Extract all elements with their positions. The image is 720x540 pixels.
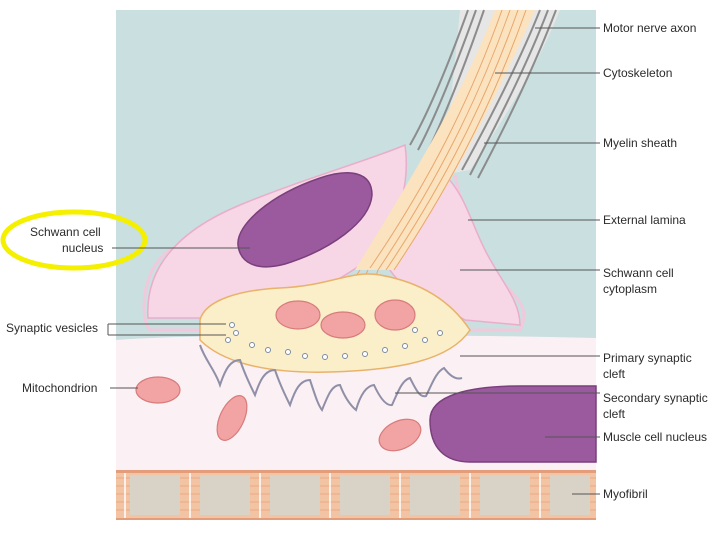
label-schwann-cytoplasm-line2: cytoplasm <box>603 282 658 296</box>
label-synaptic-vesicles: Synaptic vesicles <box>6 321 99 335</box>
label-primary-cleft-line2: cleft <box>603 367 626 381</box>
motor-nerve-axon <box>355 10 535 270</box>
label-schwann-nucleus-line2: nucleus <box>62 241 104 255</box>
label-schwann-nucleus-line1: Schwann cell <box>30 225 101 239</box>
muscle-mitochondria <box>135 376 422 452</box>
terminal-mitochondria <box>275 299 416 339</box>
muscle-cell-nucleus <box>429 385 597 463</box>
label-schwann-cytoplasm-line1: Schwann cell <box>603 266 674 280</box>
schwann-cell-nucleus <box>237 172 373 268</box>
synaptic-vesicles <box>225 322 443 360</box>
label-external-lamina: External lamina <box>603 213 686 227</box>
cytoskeleton <box>339 9 527 303</box>
leader-lines <box>107 27 600 495</box>
label-mitochondrion: Mitochondrion <box>22 381 98 395</box>
label-primary-cleft-line1: Primary synaptic <box>603 351 692 365</box>
myofibril-band <box>116 470 596 520</box>
highlight-circle <box>0 209 148 271</box>
label-secondary-cleft-line2: cleft <box>603 407 626 421</box>
label-muscle-cell-nucleus: Muscle cell nucleus <box>603 430 708 444</box>
label-myelin-sheath: Myelin sheath <box>603 136 678 150</box>
label-myofibril: Myofibril <box>603 487 648 501</box>
label-cytoskeleton: Cytoskeleton <box>603 66 673 80</box>
label-motor-nerve-axon: Motor nerve axon <box>603 21 697 35</box>
label-secondary-cleft-line1: Secondary synaptic <box>603 391 708 405</box>
junctional-folds <box>199 344 463 412</box>
